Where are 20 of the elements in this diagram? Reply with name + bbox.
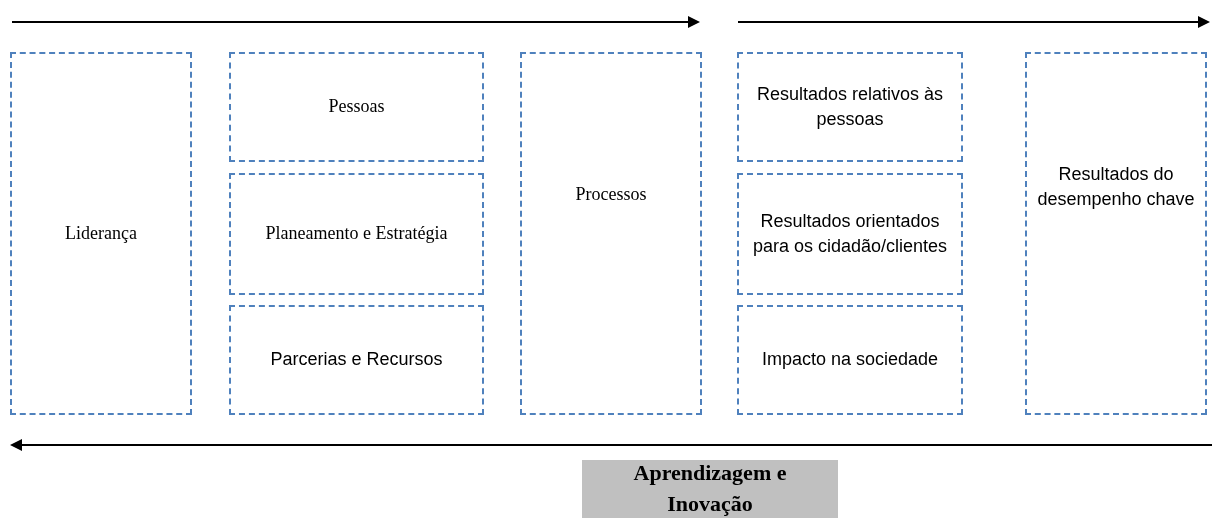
dashed-box [520,52,702,415]
dashed-box [737,305,963,415]
dashed-box [10,52,192,415]
dashed-box [1025,52,1207,415]
title-box [582,460,838,518]
dashed-box [737,52,963,162]
box-label: Planeamento e Estratégia [265,222,448,246]
box-label: Pessoas [328,95,385,119]
dashed-box [737,173,963,295]
box-label: Aprendizagem e Inovação [632,459,788,518]
box-label: Processos [575,183,647,206]
dashed-box [229,305,484,415]
box-label: Impacto na sociedade [761,348,939,372]
dashed-box [229,52,484,162]
box-label: Resultados relativos às pessoas [755,82,945,131]
box-label: Resultados do desempenho chave [1036,163,1196,212]
box-label: Parcerias e Recursos [270,348,443,372]
box-label: Liderança [65,221,137,245]
dashed-box [229,173,484,295]
box-label: Resultados orientados para os cidadão/clientes [751,209,949,258]
